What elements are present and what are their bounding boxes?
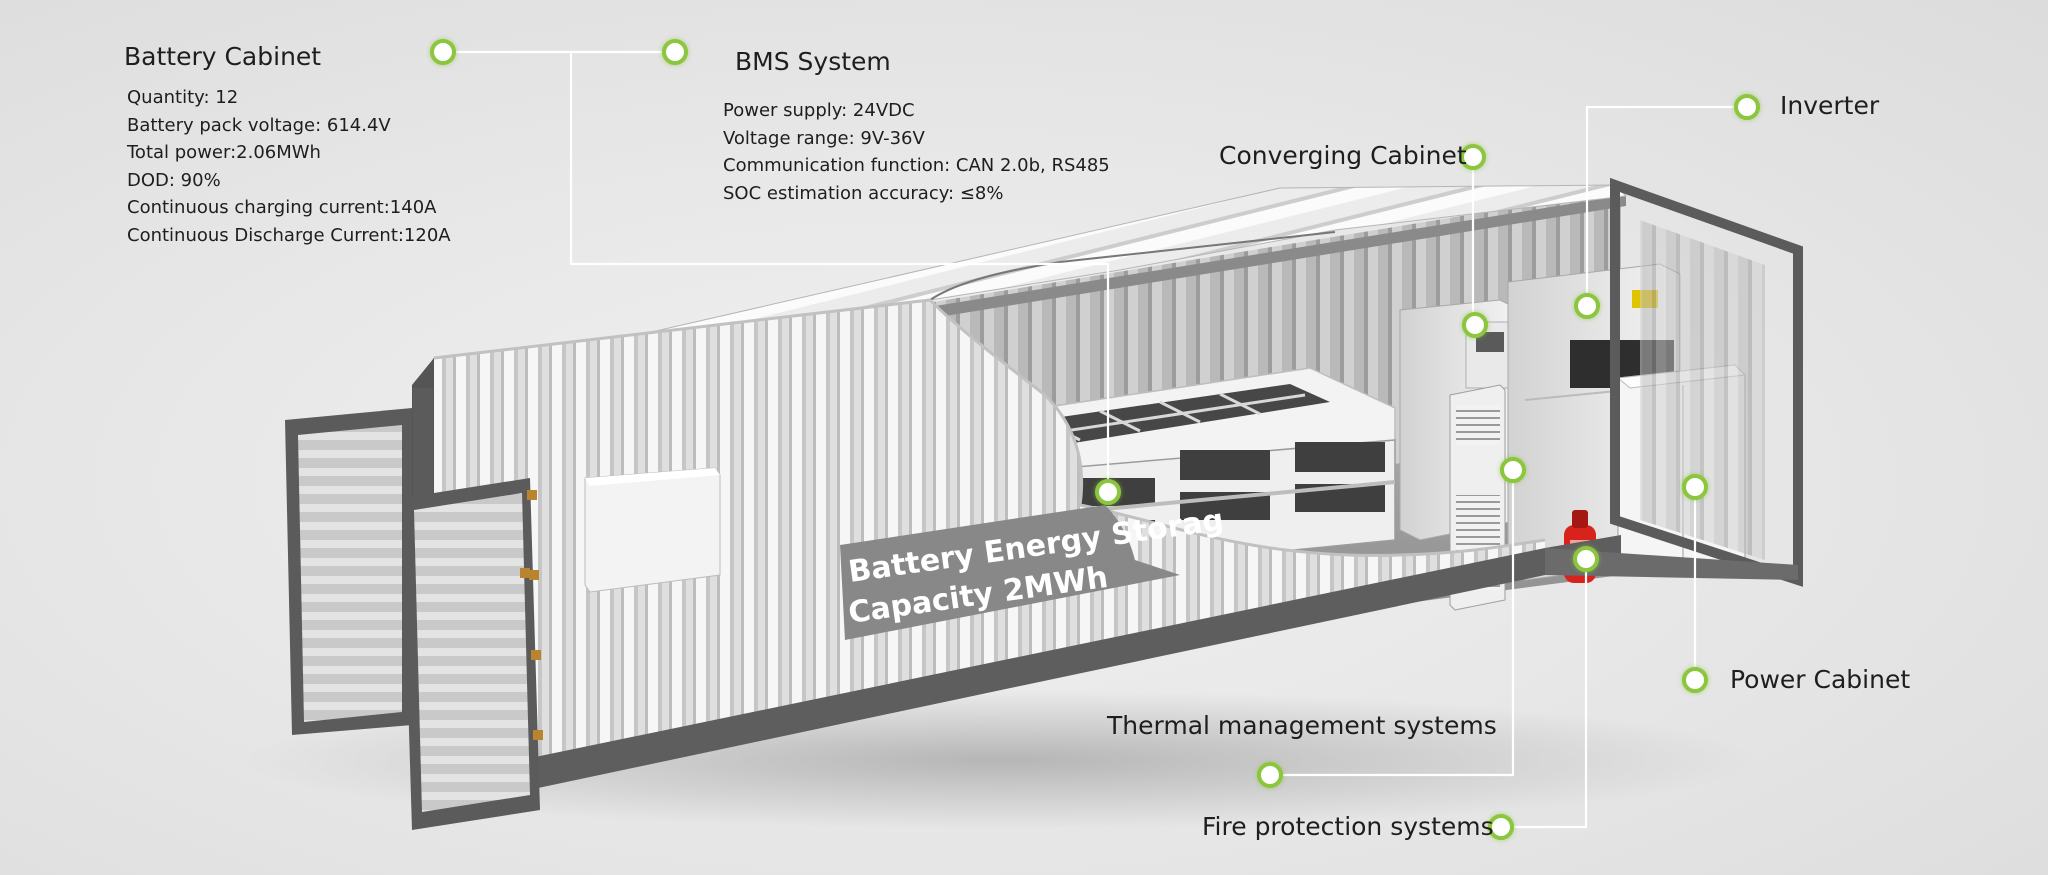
battery-cabinet-title: Battery Cabinet — [124, 42, 322, 71]
converging-cabinet-title: Converging Cabinet — [1219, 141, 1467, 170]
battery-cabinet-spec: Continuous Discharge Current:120A — [127, 224, 451, 246]
battery-cabinet-spec: Total power:2.06MWh — [127, 142, 321, 163]
bms-system-title: BMS System — [735, 47, 891, 76]
power-cabinet-point-marker[interactable] — [1682, 474, 1708, 500]
bms-system-spec: Power supply: 24VDC — [723, 100, 915, 121]
battery-cabinet-spec: Continuous charging current:140A — [127, 197, 437, 218]
bms-system-specs: Power supply: 24VDC Voltage range: 9V-36… — [723, 97, 1110, 207]
floor-rail — [1545, 548, 1798, 580]
inverter-point-marker[interactable] — [1574, 293, 1600, 319]
power-cabinet-title: Power Cabinet — [1730, 665, 1911, 694]
container-label-band — [840, 505, 1180, 640]
inverter-marker[interactable] — [1734, 94, 1760, 120]
container-bottom-rail — [434, 535, 1621, 810]
leader-line-fire — [1501, 559, 1588, 829]
callout-leader-lines — [443, 50, 1747, 829]
thermal-management-point-marker[interactable] — [1500, 457, 1526, 483]
bms-system-spec: Communication function: CAN 2.0b, RS485 — [723, 155, 1110, 176]
fire-protection-marker[interactable] — [1488, 814, 1514, 840]
power-cabinet-marker[interactable] — [1682, 667, 1708, 693]
battery-cabinet-spec: Quantity: 12 — [127, 87, 239, 108]
inverter-title: Inverter — [1780, 91, 1880, 120]
left-container-door-rear — [285, 408, 412, 735]
bms-system-spec: SOC estimation accuracy: ≤8% — [723, 182, 1004, 204]
right-end-frame — [1610, 177, 1803, 587]
thermal-management-title: Thermal management systems — [1107, 711, 1497, 740]
fire-protection-title: Fire protection systems — [1202, 812, 1494, 841]
thermal-management-marker[interactable] — [1257, 762, 1283, 788]
converging-cabinet-marker[interactable] — [1460, 144, 1486, 170]
battery-rack-marker[interactable] — [1095, 479, 1121, 505]
leader-line-inverter — [1585, 105, 1747, 306]
leader-line-bms-to-rack — [569, 52, 1110, 492]
battery-cabinet-spec: Battery pack voltage: 614.4V — [127, 114, 391, 136]
battery-cabinet-specs: Quantity: 12 Battery pack voltage: 614.4… — [127, 84, 451, 249]
converging-cabinet-point-marker[interactable] — [1462, 312, 1488, 338]
bms-system-spec: Voltage range: 9V-36V — [723, 127, 925, 149]
electrical-box — [584, 467, 721, 593]
left-container-door-front — [402, 478, 543, 830]
fire-protection-point-marker[interactable] — [1573, 546, 1599, 572]
leader-line-thermal — [1270, 470, 1515, 777]
bms-system-marker[interactable] — [662, 39, 688, 65]
battery-cabinet-marker[interactable] — [430, 39, 456, 65]
battery-cabinet-spec: DOD: 90% — [127, 169, 221, 191]
